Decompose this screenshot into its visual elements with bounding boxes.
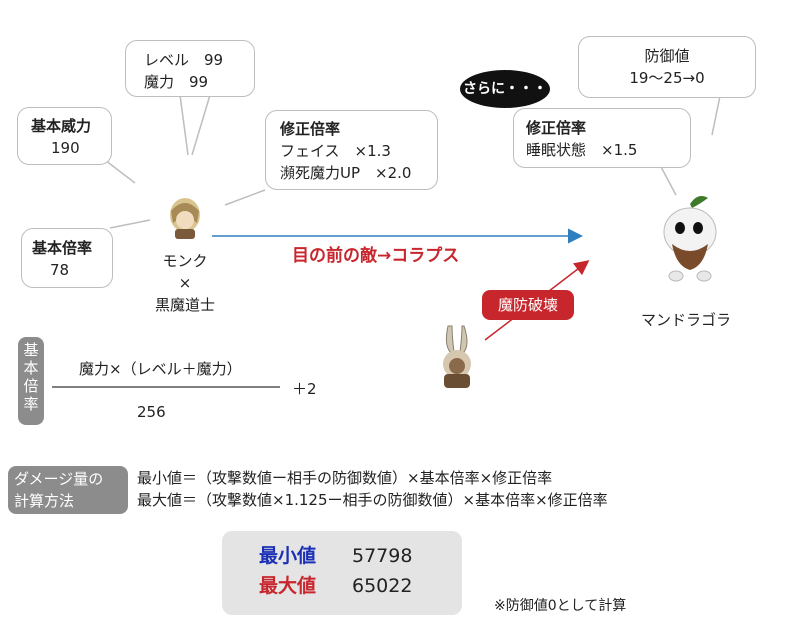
correction-right-bubble: 修正倍率 睡眠状態 ×1.5 [513,108,691,168]
correction-faith: フェイス ×1.3 [280,142,391,160]
result-box: 最小値 57798 最大値 65022 [222,531,462,615]
base-multiplier-vertical-label: 基 本 倍 率 [18,337,44,425]
damage-label-line1: ダメージ量の [14,470,104,488]
formula-numerator: 魔力×（レベル＋魔力） [79,360,242,378]
max-label: 最大値 [259,575,317,597]
damage-calc-label: ダメージ量の 計算方法 [8,466,128,514]
vlabel-char-2: 本 [23,359,39,377]
magic-break-text: 魔防破壊 [497,296,558,314]
defense-value: 19～25→0 [629,69,705,87]
defense-bubble: 防御値 19～25→0 [578,36,756,98]
collapse-caption: 目の前の敵→コラプス [292,246,460,266]
base-power-value: 190 [51,139,80,157]
attacker-label: モンク × 黒魔道士 [140,250,230,316]
attacker-monk: モンク [162,252,208,270]
max-formula: 最大値＝（攻撃数値×1.125ー相手の防御数値）×基本倍率×修正倍率 [137,491,608,509]
sarani-badge: さらに・・・ [460,70,550,108]
tail-level [179,94,189,156]
correction-sleep: 睡眠状態 ×1.5 [526,141,638,159]
tail-correction-right [659,164,677,196]
base-multiplier-value: 78 [50,261,70,279]
vlabel-char-1: 基 [23,341,39,359]
vlabel-char-4: 率 [23,395,39,413]
tail-correction-left [224,189,266,206]
tail-basepower [104,159,136,184]
tail-defense [711,95,721,136]
sarani-text: さらに・・・ [463,81,547,97]
max-value: 65022 [352,575,413,597]
magic-break-badge: 魔防破壊 [482,290,574,320]
level-power-bubble: レベル 99 魔力 99 [125,40,255,97]
attacker-blackmage: 黒魔道士 [154,296,215,314]
correction-dying-magic: 瀕死魔力UP ×2.0 [280,164,412,182]
target-name: マンドラゴラ [641,311,732,329]
formula-addend: ＋2 [292,380,317,398]
monk-sprite-icon [170,198,200,239]
correction-left-title: 修正倍率 [280,120,341,138]
attacker-times: × [178,274,192,292]
base-multiplier-title: 基本倍率 [32,239,93,257]
power-text: 魔力 99 [144,73,209,91]
defense-note: ※防御値0として計算 [494,598,627,614]
base-power-bubble: 基本威力 190 [17,107,112,165]
correction-left-bubble: 修正倍率 フェイス ×1.3 瀕死魔力UP ×2.0 [265,110,438,190]
correction-right-title: 修正倍率 [526,119,587,137]
min-value: 57798 [352,545,413,567]
formula-denominator: 256 [137,403,166,421]
damage-label-line2: 計算方法 [14,492,75,510]
base-power-title: 基本威力 [31,117,92,135]
min-label: 最小値 [259,545,317,567]
base-multiplier-bubble: 基本倍率 78 [21,228,113,288]
vlabel-char-3: 倍 [23,377,39,395]
tail-basemult [109,219,151,229]
min-formula: 最小値＝（攻撃数値ー相手の防御数値）×基本倍率×修正倍率 [137,469,553,487]
defense-title: 防御値 [644,47,690,65]
level-text: レベル 99 [144,51,224,69]
mandragora-sprite-icon [663,196,717,282]
tail-level2 [191,94,211,156]
viera-sprite-icon [443,325,471,388]
